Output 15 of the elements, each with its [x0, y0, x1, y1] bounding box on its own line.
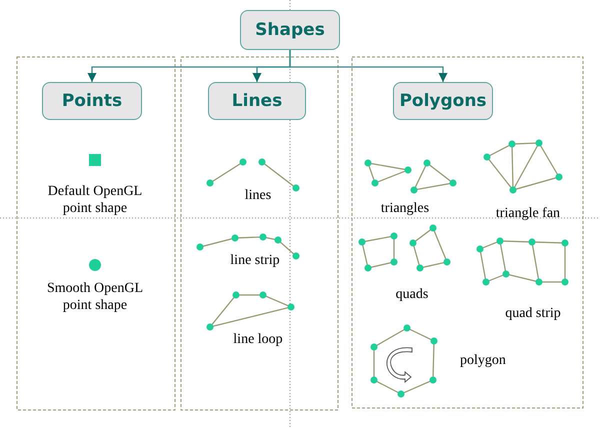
category-box: Lines — [208, 82, 306, 120]
shape-caption: Smooth OpenGL point shape — [46, 280, 144, 314]
category-box: Shapes — [240, 10, 340, 50]
shape-caption: triangle fan — [494, 205, 562, 222]
arrow — [289, 50, 448, 82]
shape-caption: line strip — [229, 252, 281, 269]
shape-caption: line loop — [232, 331, 284, 348]
shape-caption: quad strip — [504, 305, 562, 322]
shape-caption: Default OpenGL point shape — [46, 183, 144, 217]
category-box: Points — [42, 82, 142, 120]
shape-caption: polygon — [459, 352, 507, 369]
category-box: Polygons — [393, 82, 493, 120]
shape-caption: lines — [244, 187, 272, 204]
shape-caption: quads — [394, 286, 430, 303]
shape-caption: triangles — [380, 200, 430, 217]
